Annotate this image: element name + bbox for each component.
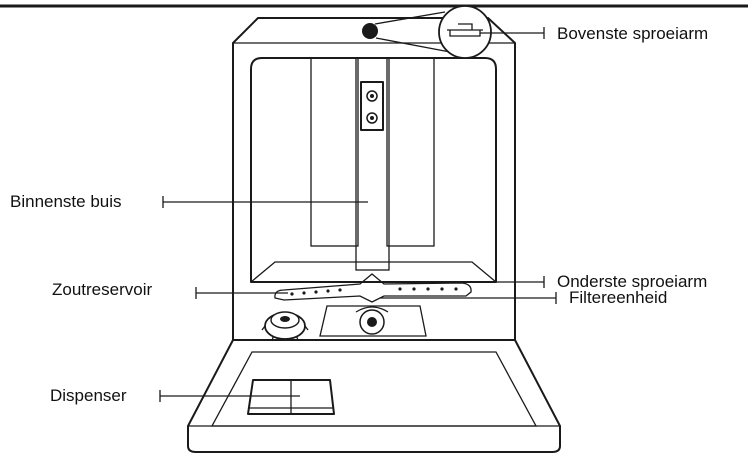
label-lower-spray-arm: Onderste sproeiarm xyxy=(557,272,708,291)
lower-spray-arm-leader xyxy=(366,276,545,288)
tube-bracket xyxy=(360,81,384,131)
dispenser-leader xyxy=(159,390,300,402)
filter-ring xyxy=(355,306,389,313)
door-outline xyxy=(187,339,561,453)
inner-tube xyxy=(355,57,390,271)
spray-arm-holes xyxy=(290,287,458,296)
upper-spray-arm-leader xyxy=(480,27,545,39)
label-filter-unit: Filtereenheid xyxy=(569,288,668,307)
filter-unit-leader xyxy=(380,292,557,304)
label-upper-spray-arm: Bovenste sproeiarm xyxy=(557,24,709,43)
salt-reservoir-leader xyxy=(195,287,288,299)
bracket-bolt-top-center xyxy=(370,94,374,98)
cabinet-outline xyxy=(232,17,516,341)
tub-floor xyxy=(250,261,497,283)
rear-panel-right xyxy=(386,57,435,247)
lower-spray-arm xyxy=(274,273,472,303)
bracket-bolt-bottom-center xyxy=(370,116,374,120)
salt-reservoir-grips xyxy=(261,325,309,342)
salt-reservoir-knob xyxy=(280,316,290,322)
magnifier-ray-top xyxy=(374,11,446,25)
inner-tube-leader xyxy=(162,196,368,208)
upper-spray-arm-location xyxy=(362,23,378,39)
magnifier-ray-bottom xyxy=(375,37,451,53)
filter-plate xyxy=(319,305,427,337)
filter-unit-core xyxy=(367,317,377,327)
label-salt-reservoir: Zoutreservoir xyxy=(52,280,153,299)
dispenser xyxy=(247,379,335,415)
rear-panel-left xyxy=(310,57,359,247)
magnifier-circle xyxy=(438,5,492,59)
label-inner-tube: Binnenste buis xyxy=(10,192,122,211)
label-dispenser: Dispenser xyxy=(50,386,127,405)
